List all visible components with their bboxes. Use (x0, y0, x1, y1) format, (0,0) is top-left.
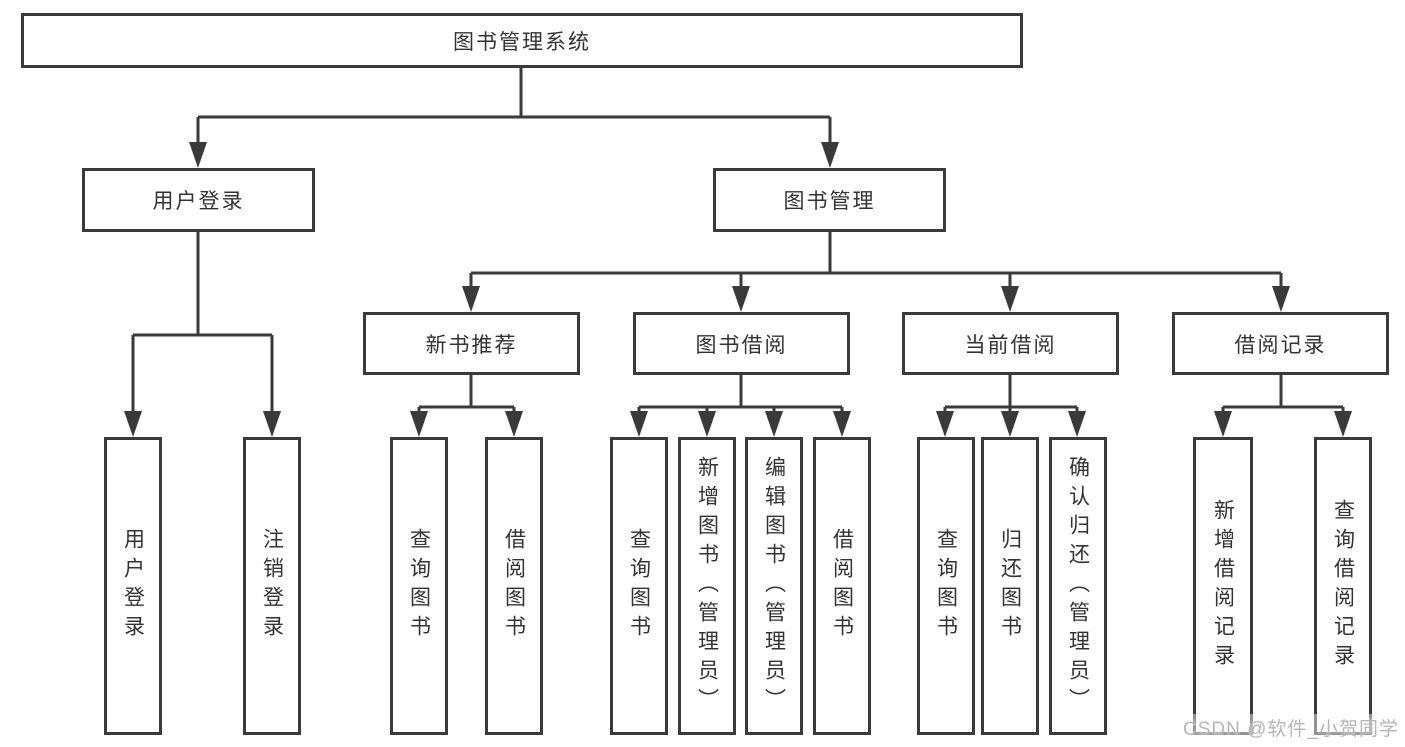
leaf-query-borrow-record: 查询借阅记录 (1314, 437, 1372, 735)
leaf-query-books-2-label: 查询图书 (627, 528, 651, 644)
node-root: 图书管理系统 (21, 13, 1023, 68)
node-new-book-recommend: 新书推荐 (363, 312, 580, 375)
leaf-borrow-books-2: 借阅图书 (813, 437, 871, 735)
leaf-borrow-books-1: 借阅图书 (485, 437, 543, 735)
node-book-management: 图书管理 (713, 168, 946, 232)
leaf-confirm-return-admin: 确认归还（管理员） (1049, 437, 1107, 735)
leaf-query-books-3-label: 查询图书 (934, 528, 958, 644)
watermark: CSDN @软件_小贺同学 (1183, 714, 1399, 741)
leaf-logout: 注销登录 (243, 437, 301, 735)
node-book-borrowing-label: 图书借阅 (695, 333, 788, 357)
leaf-confirm-return-admin-label: 确认归还（管理员） (1066, 455, 1090, 717)
leaf-user-login: 用户登录 (104, 437, 162, 735)
leaf-user-login-label: 用户登录 (121, 528, 145, 644)
leaf-query-books-1: 查询图书 (390, 437, 448, 735)
node-current-borrowing-label: 当前借阅 (964, 333, 1057, 357)
node-book-borrowing: 图书借阅 (633, 312, 850, 375)
leaf-query-books-1-label: 查询图书 (407, 528, 431, 644)
node-root-label: 图书管理系统 (453, 30, 591, 54)
leaf-query-books-3: 查询图书 (917, 437, 975, 735)
leaf-add-books-admin-label: 新增图书（管理员） (695, 455, 719, 717)
leaf-query-books-2: 查询图书 (610, 437, 668, 735)
leaf-add-borrow-record-label: 新增借阅记录 (1211, 499, 1235, 673)
leaf-borrow-books-2-label: 借阅图书 (830, 528, 854, 644)
node-book-management-label: 图书管理 (783, 190, 876, 213)
arrowheads (124, 142, 1352, 437)
node-current-borrowing: 当前借阅 (902, 312, 1119, 375)
leaf-query-borrow-record-label: 查询借阅记录 (1331, 499, 1355, 673)
leaf-return-books: 归还图书 (981, 437, 1039, 735)
leaf-return-books-label: 归还图书 (998, 528, 1022, 644)
node-user-login-label: 用户登录 (152, 190, 245, 213)
leaf-logout-label: 注销登录 (260, 528, 284, 644)
node-user-login: 用户登录 (82, 168, 315, 232)
leaf-add-borrow-record: 新增借阅记录 (1193, 437, 1253, 735)
node-borrowing-records-label: 借阅记录 (1234, 333, 1327, 357)
leaf-add-books-admin: 新增图书（管理员） (678, 437, 736, 735)
leaf-edit-books-admin-label: 编辑图书（管理员） (762, 455, 786, 717)
node-borrowing-records: 借阅记录 (1172, 312, 1389, 375)
leaf-edit-books-admin: 编辑图书（管理员） (745, 437, 803, 735)
leaf-borrow-books-1-label: 借阅图书 (502, 528, 526, 644)
node-new-book-recommend-label: 新书推荐 (425, 333, 518, 357)
